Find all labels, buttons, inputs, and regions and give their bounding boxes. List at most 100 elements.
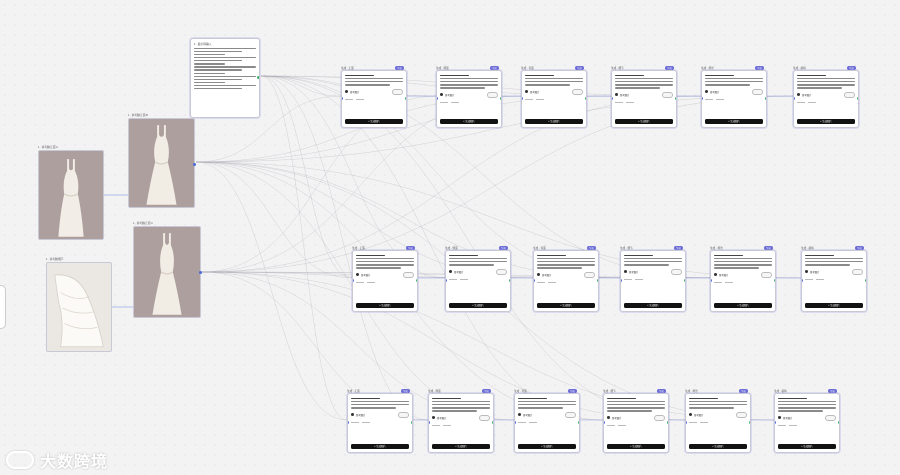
reference-toggle-row[interactable]: 参考图片 — [689, 411, 747, 418]
input-port[interactable] — [437, 97, 438, 101]
toggle-switch-icon[interactable] — [487, 91, 498, 98]
image-output-port[interactable] — [199, 271, 202, 274]
output-port[interactable] — [405, 97, 406, 101]
generation-node[interactable]: 参考图片 + 生成图片 — [774, 393, 840, 453]
output-port[interactable] — [578, 421, 579, 424]
output-port[interactable] — [765, 97, 766, 101]
image-node-c[interactable] — [133, 226, 202, 318]
reference-toggle-row[interactable]: 参考图片 — [525, 88, 583, 95]
generation-node[interactable]: 参考图片 + 生成图片 — [514, 393, 580, 453]
reference-toggle-row[interactable]: 参考图片 — [705, 88, 763, 95]
prompt-output-port[interactable] — [257, 76, 259, 79]
reference-toggle-row[interactable]: 参考图片 — [778, 414, 836, 421]
generation-node[interactable]: 参考图片 + 生成图片 — [701, 70, 767, 128]
output-port[interactable] — [509, 278, 510, 282]
toggle-switch-icon[interactable] — [479, 414, 490, 421]
toggle-switch-icon[interactable] — [761, 271, 772, 278]
generate-button[interactable]: + 生成图片 — [449, 303, 507, 308]
generate-button[interactable]: + 生成图片 — [778, 444, 836, 449]
generation-node[interactable]: 参考图片 + 生成图片 — [710, 250, 776, 312]
output-port[interactable] — [684, 278, 685, 282]
generation-node[interactable]: 参考图片 + 生成图片 — [428, 393, 494, 453]
toggle-switch-icon[interactable] — [844, 91, 855, 98]
toggle-switch-icon[interactable] — [852, 268, 863, 275]
input-port[interactable] — [775, 421, 776, 424]
generation-node[interactable]: 参考图片 + 生成图片 — [341, 70, 407, 128]
output-port[interactable] — [492, 421, 493, 424]
reference-toggle-row[interactable]: 参考图片 — [615, 91, 673, 98]
reference-toggle-row[interactable]: 参考图片 — [345, 88, 403, 95]
input-port[interactable] — [802, 278, 803, 282]
generate-button[interactable]: + 生成图片 — [537, 303, 595, 308]
output-port[interactable] — [416, 278, 417, 282]
reference-toggle-row[interactable]: 参考图片 — [518, 411, 576, 418]
image-node-a[interactable] — [38, 150, 104, 240]
input-port[interactable] — [353, 278, 354, 282]
reference-toggle-row[interactable]: 参考图片 — [714, 271, 772, 278]
input-port[interactable] — [621, 278, 622, 282]
generate-button[interactable]: + 生成图片 — [797, 119, 855, 124]
reference-toggle-row[interactable]: 参考图片 — [351, 411, 409, 418]
prompt-node[interactable]: 1 · 提示词/输入 — [190, 38, 260, 118]
output-port[interactable] — [585, 97, 586, 101]
generate-button[interactable]: + 生成图片 — [351, 444, 409, 449]
generate-button[interactable]: + 生成图片 — [615, 119, 673, 124]
input-port[interactable] — [702, 97, 703, 101]
side-panel-handle[interactable] — [0, 285, 6, 329]
generation-node[interactable]: 参考图片+ 生成图片 — [352, 250, 418, 312]
reference-toggle-row[interactable]: 参考图片 — [432, 414, 490, 421]
reference-toggle-row[interactable]: 参考图片 — [449, 268, 507, 275]
generate-button[interactable]: + 生成图片 — [440, 119, 498, 124]
input-port[interactable] — [711, 278, 712, 282]
generation-node[interactable]: 参考图片 + 生成图片 — [445, 250, 511, 312]
input-port[interactable] — [794, 97, 795, 101]
generate-button[interactable]: + 生成图片 — [624, 303, 682, 308]
toggle-switch-icon[interactable] — [662, 91, 673, 98]
output-port[interactable] — [865, 278, 866, 282]
generate-button[interactable]: + 生成图片 — [689, 444, 747, 449]
output-port[interactable] — [749, 421, 750, 424]
generate-button[interactable]: + 生成图片 — [525, 119, 583, 124]
output-port[interactable] — [774, 278, 775, 282]
generation-node[interactable]: 参考图片 + 生成图片 — [347, 393, 413, 453]
toggle-switch-icon[interactable] — [671, 268, 682, 275]
reference-toggle-row[interactable]: 参考图片 — [440, 91, 498, 98]
input-port[interactable] — [522, 97, 523, 101]
output-port[interactable] — [838, 421, 839, 424]
reference-toggle-row[interactable]: 参考图片 — [797, 91, 855, 98]
generate-button[interactable]: + 生成图片 — [432, 444, 490, 449]
toggle-switch-icon[interactable] — [403, 271, 414, 278]
input-port[interactable] — [604, 421, 605, 424]
input-port[interactable] — [342, 97, 343, 101]
input-port[interactable] — [686, 421, 687, 424]
input-port[interactable] — [429, 421, 430, 424]
input-port[interactable] — [446, 278, 447, 282]
image-output-port[interactable] — [193, 163, 196, 166]
generation-node[interactable]: 参考图片 + 生成图片 — [685, 393, 751, 453]
output-port[interactable] — [667, 421, 668, 424]
generation-node[interactable]: 参考图片+ 生成图片 — [801, 250, 867, 312]
generation-node[interactable]: 参考图片+ 生成图片 — [603, 393, 669, 453]
toggle-switch-icon[interactable] — [398, 411, 409, 418]
output-port[interactable] — [597, 278, 598, 282]
image-node-b[interactable] — [128, 118, 196, 208]
toggle-switch-icon[interactable] — [825, 414, 836, 421]
reference-toggle-row[interactable]: 参考图片 — [537, 271, 595, 278]
toggle-switch-icon[interactable] — [565, 411, 576, 418]
generate-button[interactable]: + 生成图片 — [705, 119, 763, 124]
generation-node[interactable]: 参考图片 + 生成图片 — [611, 70, 677, 128]
generation-node[interactable]: 参考图片 + 生成图片 — [533, 250, 599, 312]
generate-button[interactable]: + 生成图片 — [345, 119, 403, 124]
output-port[interactable] — [675, 97, 676, 101]
output-port[interactable] — [857, 97, 858, 101]
generation-node[interactable]: 参考图片 + 生成图片 — [521, 70, 587, 128]
reference-toggle-row[interactable]: 参考图片 — [356, 271, 414, 278]
input-port[interactable] — [515, 421, 516, 424]
generate-button[interactable]: + 生成图片 — [607, 444, 665, 449]
generate-button[interactable]: + 生成图片 — [714, 303, 772, 308]
output-port[interactable] — [500, 97, 501, 101]
generate-button[interactable]: + 生成图片 — [518, 444, 576, 449]
toggle-switch-icon[interactable] — [496, 268, 507, 275]
toggle-switch-icon[interactable] — [392, 88, 403, 95]
input-port[interactable] — [348, 421, 349, 424]
